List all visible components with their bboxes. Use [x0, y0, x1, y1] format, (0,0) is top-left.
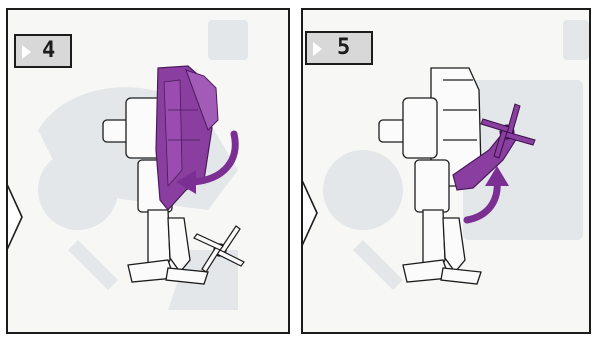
step-number-badge: 4: [14, 34, 72, 68]
panel-notch: [6, 182, 26, 252]
step-number: 5: [337, 35, 349, 60]
step-number-badge: 5: [305, 31, 373, 65]
play-triangle-icon: [22, 45, 31, 59]
step-panel-5: 5: [301, 8, 591, 334]
step-number: 4: [42, 38, 54, 63]
panel-notch: [301, 178, 321, 248]
step-panel-4: 4: [6, 8, 290, 334]
play-triangle-icon: [313, 42, 322, 56]
